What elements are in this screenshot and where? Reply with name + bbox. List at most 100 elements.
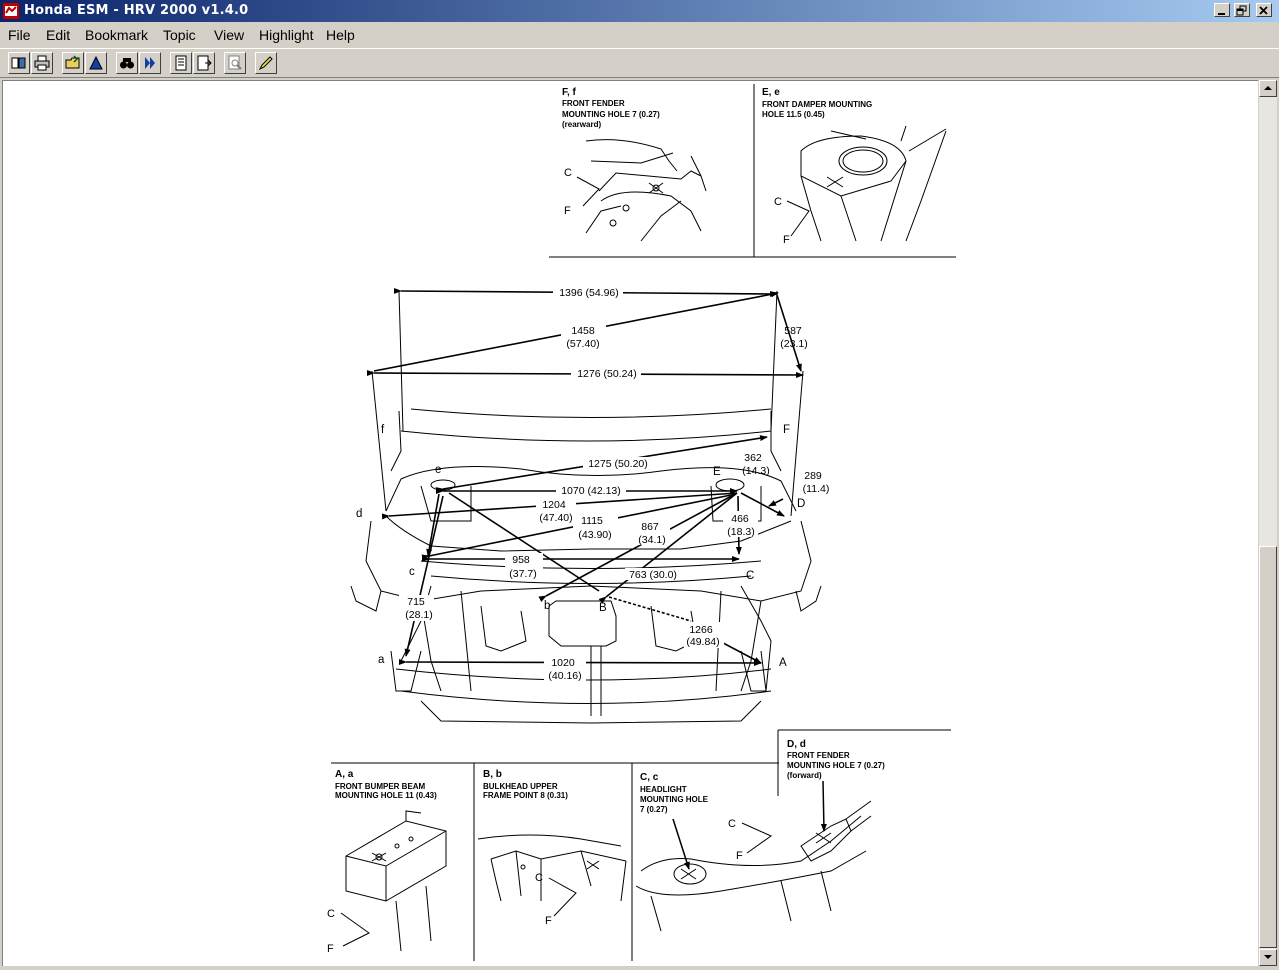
scroll-thumb[interactable] [1259, 546, 1277, 948]
point-E: E [713, 466, 721, 478]
dim-1020: 1020 [551, 657, 575, 669]
dim-466-in: (18.3) [727, 526, 754, 538]
detail-bb-arrow-c: C [535, 872, 543, 884]
dim-1020-in: (40.16) [548, 670, 581, 682]
dim-1070: 1070 (42.13) [561, 485, 621, 497]
detail-panel-cc: C, c HEADLIGHT MOUNTING HOLE 7 (0.27) C … [635, 772, 867, 932]
bookmark-button[interactable] [85, 52, 107, 74]
detail-aa-title: A, a [335, 769, 354, 780]
front-frame-drawing [350, 290, 822, 724]
detail-ff-arrow-f: F [564, 205, 571, 217]
dim-587-in: (23.1) [780, 338, 807, 350]
dim-1458: 1458 [571, 325, 595, 337]
detail-dd-line3: (forward) [787, 771, 822, 780]
dim-466: 466 [731, 513, 749, 525]
detail-panel-ee: E, e FRONT DAMPER MOUNTING HOLE 11.5 (0.… [762, 87, 947, 246]
detail-ee-line2: HOLE 11.5 (0.45) [762, 110, 825, 119]
detail-aa-line1: FRONT BUMPER BEAM [335, 782, 426, 791]
detail-cc-line1: HEADLIGHT [640, 785, 687, 794]
highlight-button[interactable] [255, 52, 277, 74]
dim-289-in: (11.4) [803, 483, 830, 495]
point-A: A [779, 657, 787, 669]
arrow-down-icon [1264, 955, 1272, 959]
detail-ff-title: F, f [562, 87, 577, 98]
detail-panel-ff: F, f FRONT FENDER MOUNTING HOLE 7 (0.27)… [562, 87, 707, 242]
title-bar: Honda ESM - HRV 2000 v1.4.0 [0, 0, 1279, 22]
detail-ee-title: E, e [762, 87, 780, 98]
dim-1458-in: (57.40) [566, 338, 599, 350]
detail-ff-arrow-c: C [564, 167, 572, 179]
menu-bar: File Edit Bookmark Topic View Highlight … [0, 22, 1279, 48]
menu-edit[interactable]: Edit [46, 27, 71, 43]
dim-1396: 1396 (54.96) [559, 287, 619, 299]
detail-panel-aa: A, a FRONT BUMPER BEAM MOUNTING HOLE 11 … [327, 769, 447, 955]
open-folder-icon [65, 55, 80, 69]
minimize-button[interactable] [1214, 3, 1230, 17]
vertical-scrollbar[interactable] [1259, 80, 1277, 966]
dim-1204: 1204 [542, 499, 566, 511]
menu-view[interactable]: View [214, 27, 245, 43]
honda-app-icon [3, 3, 19, 19]
dim-1276: 1276 (50.24) [577, 368, 637, 380]
close-button[interactable] [1256, 3, 1272, 17]
point-B: B [599, 602, 607, 614]
print-button[interactable] [31, 52, 53, 74]
document-view[interactable]: F, f FRONT FENDER MOUNTING HOLE 7 (0.27)… [2, 80, 1258, 966]
window-title: Honda ESM - HRV 2000 v1.4.0 [24, 3, 249, 18]
dim-1266-in: (49.84) [686, 636, 719, 648]
contents-button[interactable] [8, 52, 30, 74]
detail-panel-bb: B, b BULKHEAD UPPER FRAME POINT 8 (0.31)… [477, 769, 627, 927]
detail-cc-arrow-f: F [736, 850, 743, 862]
detail-ee-arrow-c: C [774, 196, 782, 208]
menu-help[interactable]: Help [326, 27, 355, 43]
menu-file[interactable]: File [8, 27, 31, 43]
dim-1275: 1275 (50.20) [588, 458, 648, 470]
dim-289: 289 [804, 470, 822, 482]
detail-cc-arrow-c: C [728, 818, 736, 830]
detail-ff-line3: (rearward) [562, 120, 601, 129]
open-button[interactable] [62, 52, 84, 74]
point-e: e [435, 464, 441, 476]
detail-ff-line2: MOUNTING HOLE 7 (0.27) [562, 110, 660, 119]
next-page-button[interactable] [193, 52, 215, 74]
detail-ee-line1: FRONT DAMPER MOUNTING [762, 100, 872, 109]
detail-aa-line2: MOUNTING HOLE 11 (0.43) [335, 791, 437, 800]
dim-763: 763 (30.0) [629, 569, 677, 581]
point-a: a [378, 654, 385, 666]
dim-867-in: (34.1) [638, 534, 665, 546]
print-icon [34, 55, 50, 71]
dim-1204-in: (47.40) [539, 512, 572, 524]
detail-ff-line1: FRONT FENDER [562, 99, 625, 108]
menu-topic[interactable]: Topic [163, 27, 196, 43]
close-icon [1259, 6, 1268, 15]
bookmark-icon [89, 55, 103, 70]
dim-362-in: (14.3) [742, 465, 769, 477]
zoom-button[interactable] [224, 52, 246, 74]
detail-bb-title: B, b [483, 769, 502, 780]
point-b: b [544, 600, 550, 612]
zoom-icon [228, 55, 242, 70]
find-icon [120, 58, 134, 69]
menu-bookmark[interactable]: Bookmark [85, 27, 149, 43]
prev-page-icon [175, 55, 187, 71]
detail-dd-line1: FRONT FENDER [787, 751, 850, 760]
detail-ee-arrow-f: F [783, 234, 790, 246]
detail-cc-title: C, c [640, 772, 659, 783]
find-button[interactable] [116, 52, 138, 74]
prev-page-button[interactable] [170, 52, 192, 74]
scroll-down-button[interactable] [1259, 949, 1277, 966]
contents-icon [11, 57, 26, 69]
point-d: d [356, 508, 362, 520]
detail-dd-line2: MOUNTING HOLE 7 (0.27) [787, 761, 885, 770]
detail-bb-arrow-f: F [545, 915, 552, 927]
detail-bb-line2: FRAME POINT 8 (0.31) [483, 791, 568, 800]
scroll-up-button[interactable] [1259, 80, 1277, 97]
point-c: c [409, 566, 415, 578]
back-button[interactable] [139, 52, 161, 74]
detail-panel-dd: D, d FRONT FENDER MOUNTING HOLE 7 (0.27)… [787, 739, 885, 862]
restore-button[interactable] [1234, 3, 1250, 17]
toolbar [0, 48, 1279, 78]
back-icon [145, 57, 155, 69]
detail-cc-line3: 7 (0.27) [640, 805, 668, 814]
menu-highlight[interactable]: Highlight [259, 27, 314, 43]
